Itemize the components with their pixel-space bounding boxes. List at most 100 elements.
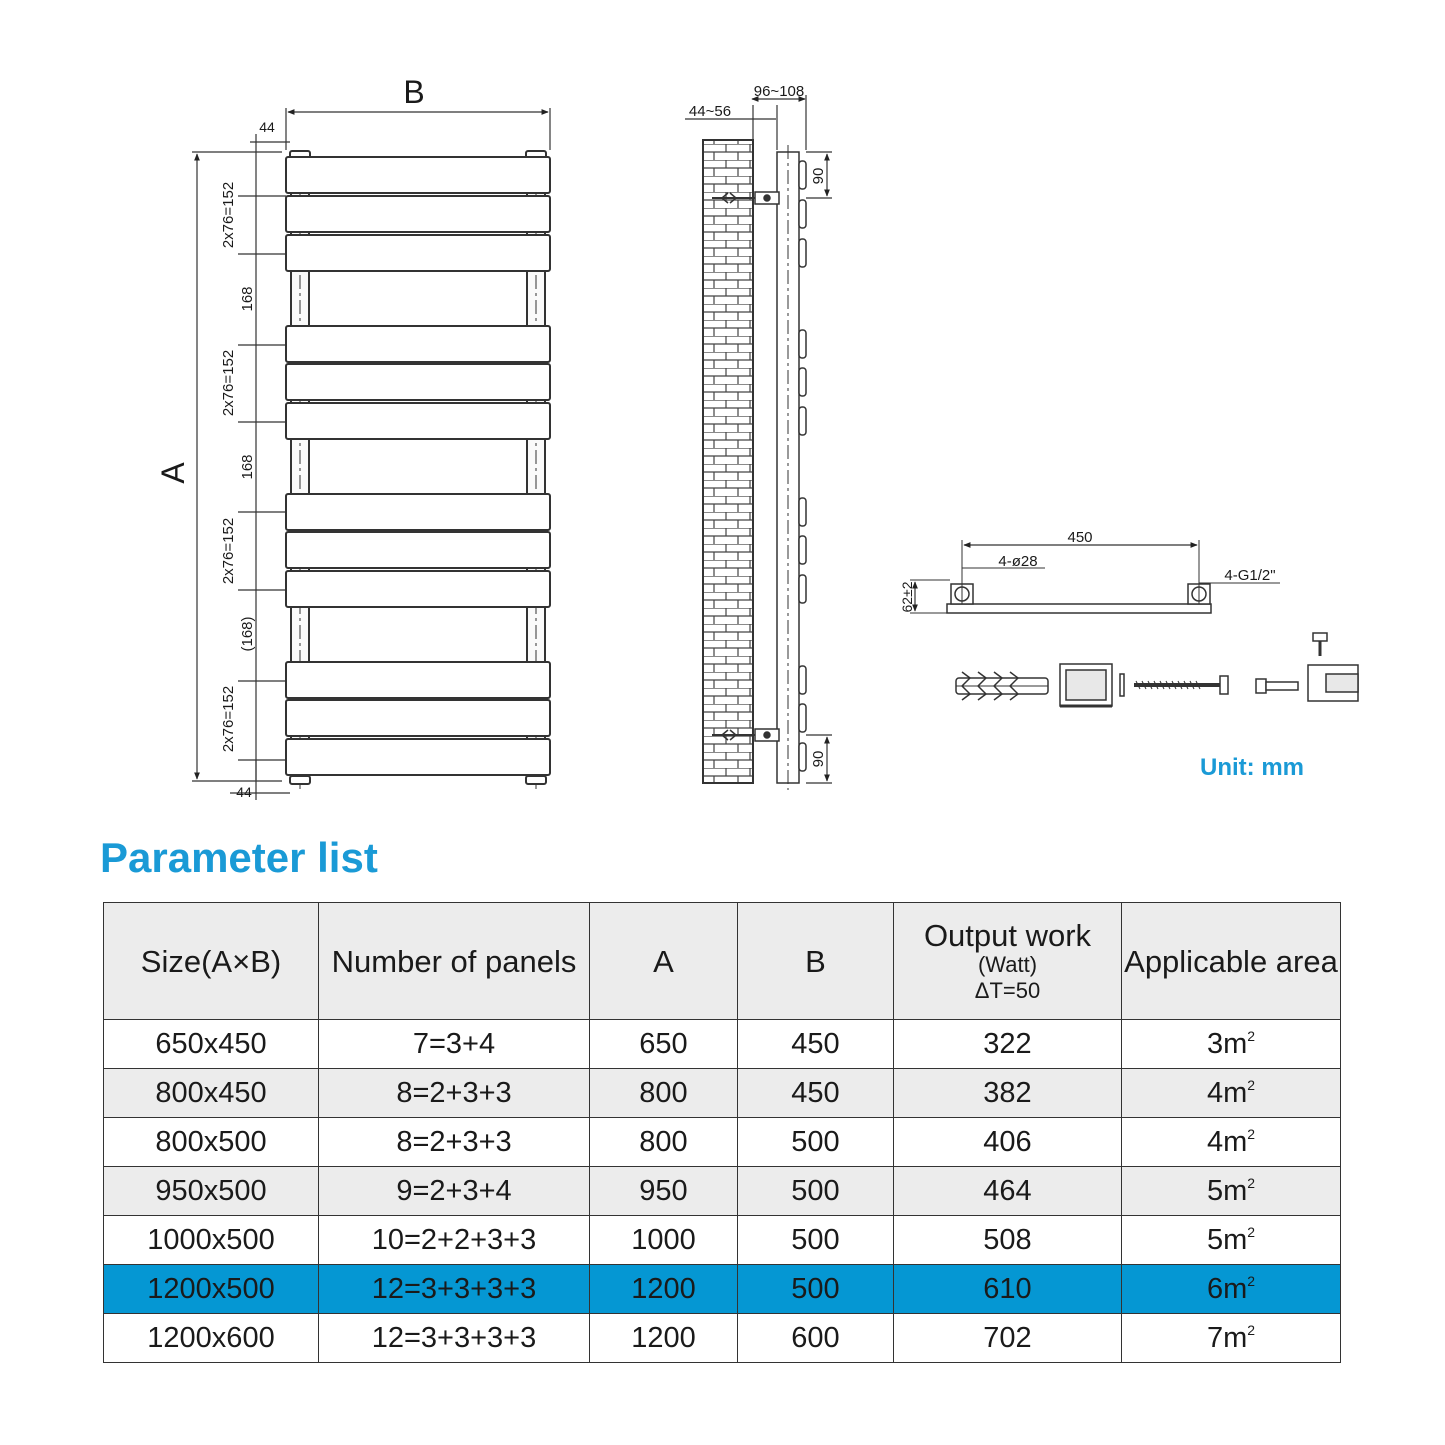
front-dimensions xyxy=(192,108,551,800)
cell-area: 4m2 xyxy=(1121,1068,1341,1118)
cell-area: 7m2 xyxy=(1121,1313,1341,1363)
radiator-panel xyxy=(285,156,551,194)
radiator-panel xyxy=(285,195,551,233)
radiator-panel xyxy=(285,402,551,440)
dim-gap-2: 168 xyxy=(239,454,256,479)
bracket-block-icon xyxy=(1307,632,1359,702)
dim-bracket-bottom: 90 xyxy=(810,751,827,768)
side-dimension-labels: 44~56 96~108 90 90 xyxy=(689,83,827,767)
side-panel-rib xyxy=(798,535,807,565)
side-panel-rib xyxy=(798,406,807,436)
cell-panels: 12=3+3+3+3 xyxy=(318,1313,590,1363)
radiator-panel xyxy=(285,661,551,699)
dim-centers: 450 xyxy=(1067,529,1092,546)
header-panels: Number of panels xyxy=(318,902,590,1020)
washer-icon xyxy=(1119,673,1125,697)
radiator-panel xyxy=(285,738,551,776)
cell-size: 650x450 xyxy=(103,1019,319,1069)
dim-group-2: 2x76=152 xyxy=(220,350,237,416)
side-dimensions xyxy=(685,95,832,784)
cell-a: 950 xyxy=(589,1166,738,1216)
header-output-unit: (Watt) xyxy=(977,951,1038,977)
table-header-row: Size(A×B) Number of panels A B Output wo… xyxy=(103,902,1341,1020)
cell-size: 1200x600 xyxy=(103,1313,319,1363)
header-output-delta: ΔT=50 xyxy=(974,977,1041,1003)
cell-area: 3m2 xyxy=(1121,1019,1341,1069)
cell-panels: 9=2+3+4 xyxy=(318,1166,590,1216)
cell-a: 800 xyxy=(589,1068,738,1118)
side-panel-rib xyxy=(798,160,807,190)
front-view xyxy=(285,150,551,790)
cell-b: 500 xyxy=(737,1215,894,1265)
cell-a: 1000 xyxy=(589,1215,738,1265)
dim-wall-gap: 44~56 xyxy=(689,103,731,120)
cell-b: 500 xyxy=(737,1117,894,1167)
dim-group-1: 2x76=152 xyxy=(220,182,237,248)
cell-watt: 406 xyxy=(893,1117,1122,1167)
cell-size: 800x450 xyxy=(103,1068,319,1118)
cell-watt: 382 xyxy=(893,1068,1122,1118)
cell-panels: 8=2+3+3 xyxy=(318,1117,590,1167)
side-panel-rib xyxy=(798,665,807,695)
screw-icon xyxy=(1134,675,1229,695)
cell-b: 500 xyxy=(737,1166,894,1216)
wall-bracket-bottom xyxy=(712,728,780,742)
radiator-panel xyxy=(285,493,551,531)
header-b: B xyxy=(737,902,894,1020)
header-output: Output work (Watt) ΔT=50 xyxy=(893,902,1122,1020)
header-a: A xyxy=(589,902,738,1020)
dim-gap-1: 168 xyxy=(239,286,256,311)
dim-group-4: 2x76=152 xyxy=(220,686,237,752)
radiator-panel xyxy=(285,325,551,363)
cell-panels: 12=3+3+3+3 xyxy=(318,1264,590,1314)
cell-area: 6m2 xyxy=(1121,1264,1341,1314)
dim-depth: 96~108 xyxy=(754,83,804,100)
side-panel-rib xyxy=(798,742,807,772)
side-panel-rib xyxy=(798,329,807,359)
cell-watt: 702 xyxy=(893,1313,1122,1363)
parameter-list-title: Parameter list xyxy=(100,834,378,881)
side-panel-rib xyxy=(798,497,807,527)
cell-watt: 464 xyxy=(893,1166,1122,1216)
dim-bracket-top: 90 xyxy=(810,168,827,185)
fixing-kit xyxy=(955,632,1359,708)
dim-bottom-offset: 44 xyxy=(236,784,252,800)
header-output-main: Output work xyxy=(923,917,1092,953)
parameter-table: Size(A×B) Number of panels A B Output wo… xyxy=(103,902,1341,1363)
dim-top-offset: 44 xyxy=(259,119,275,135)
wall-bracket-top xyxy=(712,191,780,205)
cell-a: 1200 xyxy=(589,1264,738,1314)
side-panel-rib xyxy=(798,238,807,268)
cell-size: 800x500 xyxy=(103,1117,319,1167)
cell-panels: 8=2+3+3 xyxy=(318,1068,590,1118)
technical-drawing: B A 44 44 2x76=152 168 2x76=152 168 2x76… xyxy=(155,74,1359,800)
front-dimension-labels: B A 44 44 2x76=152 168 2x76=152 168 2x76… xyxy=(155,74,425,800)
side-view xyxy=(702,139,807,790)
side-panel-rib xyxy=(798,703,807,733)
cell-size: 1000x500 xyxy=(103,1215,319,1265)
cell-b: 500 xyxy=(737,1264,894,1314)
cell-b: 600 xyxy=(737,1313,894,1363)
cell-a: 800 xyxy=(589,1117,738,1167)
cell-a: 1200 xyxy=(589,1313,738,1363)
cell-area: 5m2 xyxy=(1121,1215,1341,1265)
unit-label: Unit: mm xyxy=(1200,754,1304,781)
side-panel-rib xyxy=(798,574,807,604)
cell-size: 950x500 xyxy=(103,1166,319,1216)
cell-area: 4m2 xyxy=(1121,1117,1341,1167)
bolt-icon xyxy=(1255,678,1299,694)
dim-bracket-height: 62±2 xyxy=(899,581,915,612)
cell-watt: 610 xyxy=(893,1264,1122,1314)
cell-panels: 7=3+4 xyxy=(318,1019,590,1069)
radiator-panel xyxy=(285,699,551,737)
side-panel-rib xyxy=(798,367,807,397)
wall xyxy=(702,139,754,784)
label-b: B xyxy=(403,74,424,110)
